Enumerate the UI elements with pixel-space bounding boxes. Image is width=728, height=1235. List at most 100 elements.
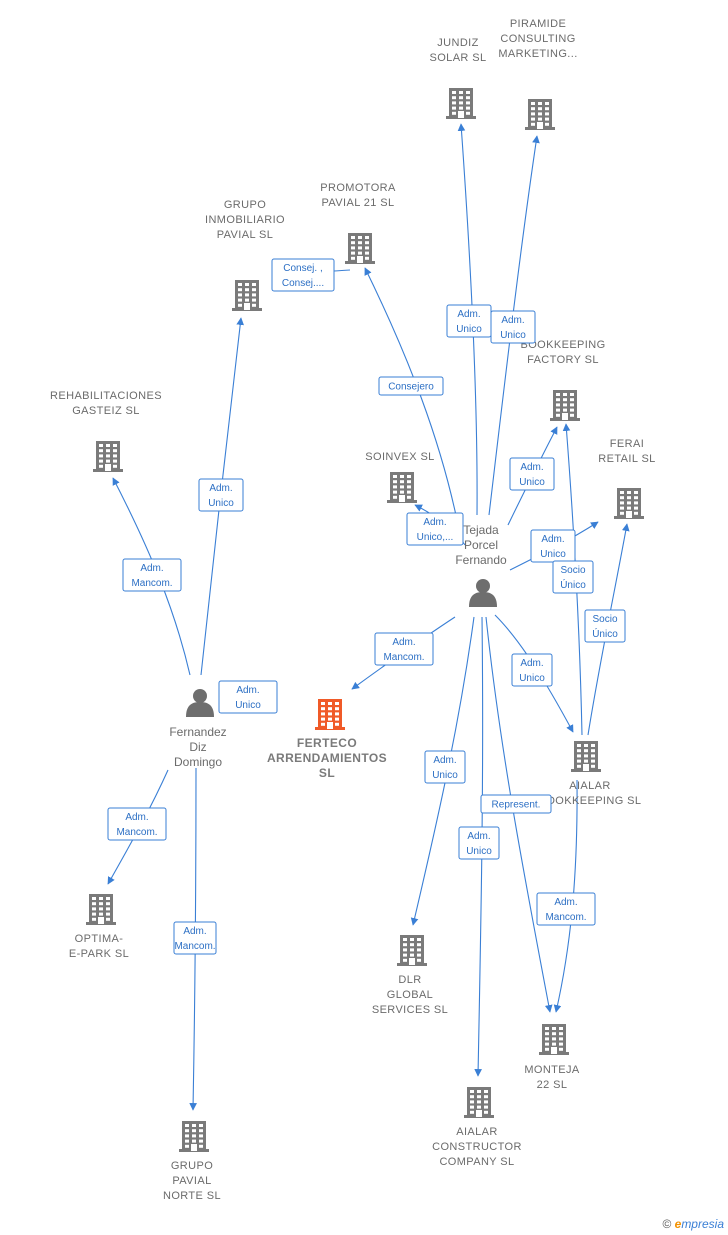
edge-badge-box	[271, 258, 335, 292]
edge-badge-label: Adm.	[541, 534, 564, 545]
edge-badge-label: Unico	[540, 549, 566, 560]
company-label: MARKETING...	[498, 48, 577, 60]
edge-badge-label: Mancom.	[174, 941, 215, 952]
edge-badge-box	[584, 609, 626, 643]
edge-badge-e7[interactable]: Adm. Unico	[530, 529, 576, 563]
edge-badge-box	[107, 807, 167, 841]
edge-badge-label: Mancom.	[131, 578, 172, 589]
edge-badge-e11[interactable]: Adm.Unico	[511, 653, 553, 687]
edge-badge-label: Socio	[592, 614, 617, 625]
company-label: MONTEJA	[524, 1064, 580, 1076]
edge-badge-e1[interactable]: Adm. Unico	[446, 304, 492, 338]
building-icon	[397, 935, 427, 966]
edge-badge-e18[interactable]: Adm.Mancom.	[173, 921, 217, 955]
edge-badge-box	[173, 921, 217, 955]
edge-badge-label: Unico	[519, 477, 545, 488]
edge-badge-label: Socio	[560, 565, 585, 576]
person-icon	[186, 689, 214, 717]
edge-badge-e20[interactable]: Adm.Unico	[218, 680, 278, 714]
building-icon	[446, 88, 476, 119]
edge-badge-e17[interactable]: Adm.Unico	[198, 478, 244, 512]
company-label: 22 SL	[537, 1079, 568, 1091]
company-label: JUNDIZ	[437, 37, 479, 49]
company-label: SOINVEX SL	[365, 451, 434, 463]
edge-badge-box	[552, 560, 594, 594]
edges-layer	[107, 123, 630, 1111]
company-label: CONSULTING	[500, 33, 575, 45]
company-label: GRUPO	[224, 199, 266, 211]
edge-badge-label: Adm.	[457, 309, 480, 320]
edge-badge-label: Adm.	[467, 831, 490, 842]
edge-badge-label: Unico	[456, 324, 482, 335]
company-label: E-PARK SL	[69, 948, 129, 960]
person-label: Domingo	[174, 755, 222, 769]
edge-badge-box	[480, 794, 552, 814]
company-label: FERTECO	[297, 736, 357, 750]
building-icon	[525, 99, 555, 130]
edge-badge-e12[interactable]: Adm.Unico	[424, 750, 466, 784]
edge-badge-e19[interactable]: Adm.Mancom.	[107, 807, 167, 841]
company-node-optima[interactable]: OPTIMA- E-PARK SL	[69, 894, 129, 960]
edge-badge-box	[374, 632, 434, 666]
edge-badge-label: Adm.	[236, 685, 259, 696]
edge-badge-label: Unico	[519, 673, 545, 684]
edge-badge-e14[interactable]: Adm.Unico	[458, 826, 500, 860]
building-icon	[179, 1121, 209, 1152]
edge-badge-e4[interactable]: Consej. ,Consej....	[271, 258, 335, 292]
edge-badge-e2[interactable]: Adm.Unico	[490, 310, 536, 344]
edge-badge-e3[interactable]: Consejero	[378, 376, 444, 396]
company-label: PAVIAL	[172, 1175, 211, 1187]
building-icon	[387, 472, 417, 503]
company-label: INMOBILIARIO	[205, 214, 285, 226]
edge-badge-label: Unico	[500, 330, 526, 341]
company-label: FERAI	[610, 438, 644, 450]
company-node-monteja[interactable]: MONTEJA 22 SL	[524, 1024, 580, 1091]
company-label: SERVICES SL	[372, 1004, 448, 1016]
edge-badge-e13[interactable]: Represent.	[480, 794, 552, 814]
brand-logo-text: mpresia	[681, 1217, 724, 1231]
edge-badge-label: Unico,...	[417, 532, 454, 543]
edge-badge-box	[424, 750, 466, 784]
edge-badge-e5[interactable]: Adm. Unico	[509, 457, 555, 491]
empresia-watermark[interactable]: © empresia	[662, 1217, 724, 1231]
edge-badge-box	[490, 310, 536, 344]
edge-badge-box	[511, 653, 553, 687]
edge-badge-label: Adm.	[140, 563, 163, 574]
company-node-soinvex[interactable]: SOINVEX SL	[365, 451, 434, 503]
company-node-piramide[interactable]: PIRAMIDECONSULTINGMARKETING...	[498, 18, 577, 130]
company-label: PROMOTORA	[320, 182, 396, 194]
company-label: ARRENDAMIENTOS	[267, 751, 387, 765]
edge-badge-e6[interactable]: Adm. Unico,...	[406, 512, 464, 546]
edge-badge-e15[interactable]: Adm.Mancom.	[536, 892, 596, 926]
brand-logo-e: e	[674, 1217, 682, 1231]
edge-badge-e16[interactable]: Adm. Mancom.	[122, 558, 182, 592]
company-label: BOOKKEEPING SL	[539, 795, 642, 807]
edge-badge-label: Mancom.	[116, 827, 157, 838]
edge-badge-e10[interactable]: Adm.Mancom.	[374, 632, 434, 666]
edge-badge-label: Adm.	[520, 462, 543, 473]
edge-badge-label: Consej. ,	[283, 263, 322, 274]
edge-line-e3	[364, 267, 458, 521]
company-label: NORTE SL	[163, 1190, 221, 1202]
company-label: REHABILITACIONES	[50, 390, 162, 402]
company-label: DLR	[398, 974, 421, 986]
edge-badge-label: Adm.	[423, 517, 446, 528]
company-label: OPTIMA-	[75, 933, 124, 945]
building-icon	[550, 390, 580, 421]
